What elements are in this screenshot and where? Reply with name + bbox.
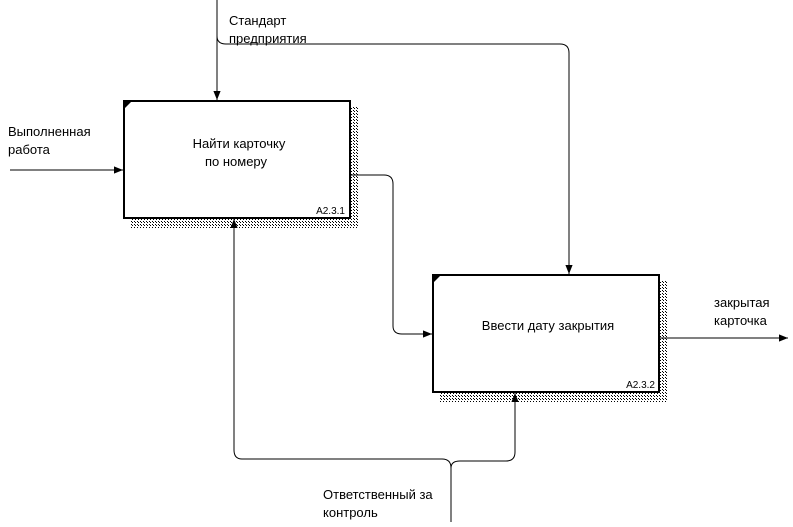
arrow-label-line2: работа <box>8 142 51 157</box>
arrow-output-closed-card[interactable]: закрытая карточка <box>659 295 788 342</box>
arrow-branch-right <box>450 393 519 469</box>
box-title-line2: по номеру <box>205 154 268 169</box>
arrow-control-standard[interactable]: Стандарт предприятия <box>213 0 573 274</box>
box-title-line1: Найти карточку <box>193 136 286 151</box>
box-id: A2.3.2 <box>626 380 655 391</box>
arrow-card-flow[interactable] <box>350 174 432 338</box>
arrow-branch-left <box>230 219 452 522</box>
arrow-mechanism-responsible[interactable]: Ответственный за контроль <box>230 219 519 522</box>
box-frame <box>123 100 351 219</box>
arrow-label-line1: Выполненная <box>8 124 91 139</box>
corner-mark <box>433 275 441 283</box>
arrow-branch <box>216 35 573 274</box>
activity-box-find-card[interactable]: Найти карточку по номеру A2.3.1 <box>123 100 359 228</box>
arrow-line <box>350 174 432 338</box>
corner-mark <box>124 101 132 109</box>
box-id: A2.3.1 <box>316 206 345 217</box>
activity-box-enter-close-date[interactable]: Ввести дату закрытия A2.3.2 <box>432 274 668 402</box>
arrow-label-line1: Стандарт <box>229 13 286 28</box>
arrow-label-line1: закрытая <box>714 295 770 310</box>
box-title-line1: Ввести дату закрытия <box>482 318 614 333</box>
arrow-label-line1: Ответственный за <box>323 487 433 502</box>
arrow-label-line2: контроль <box>323 505 378 520</box>
box-frame <box>432 274 660 393</box>
arrow-label-line2: предприятия <box>229 31 307 46</box>
arrow-input-done-work[interactable]: Выполненная работа <box>8 124 123 174</box>
arrow-label-line2: карточка <box>714 313 768 328</box>
